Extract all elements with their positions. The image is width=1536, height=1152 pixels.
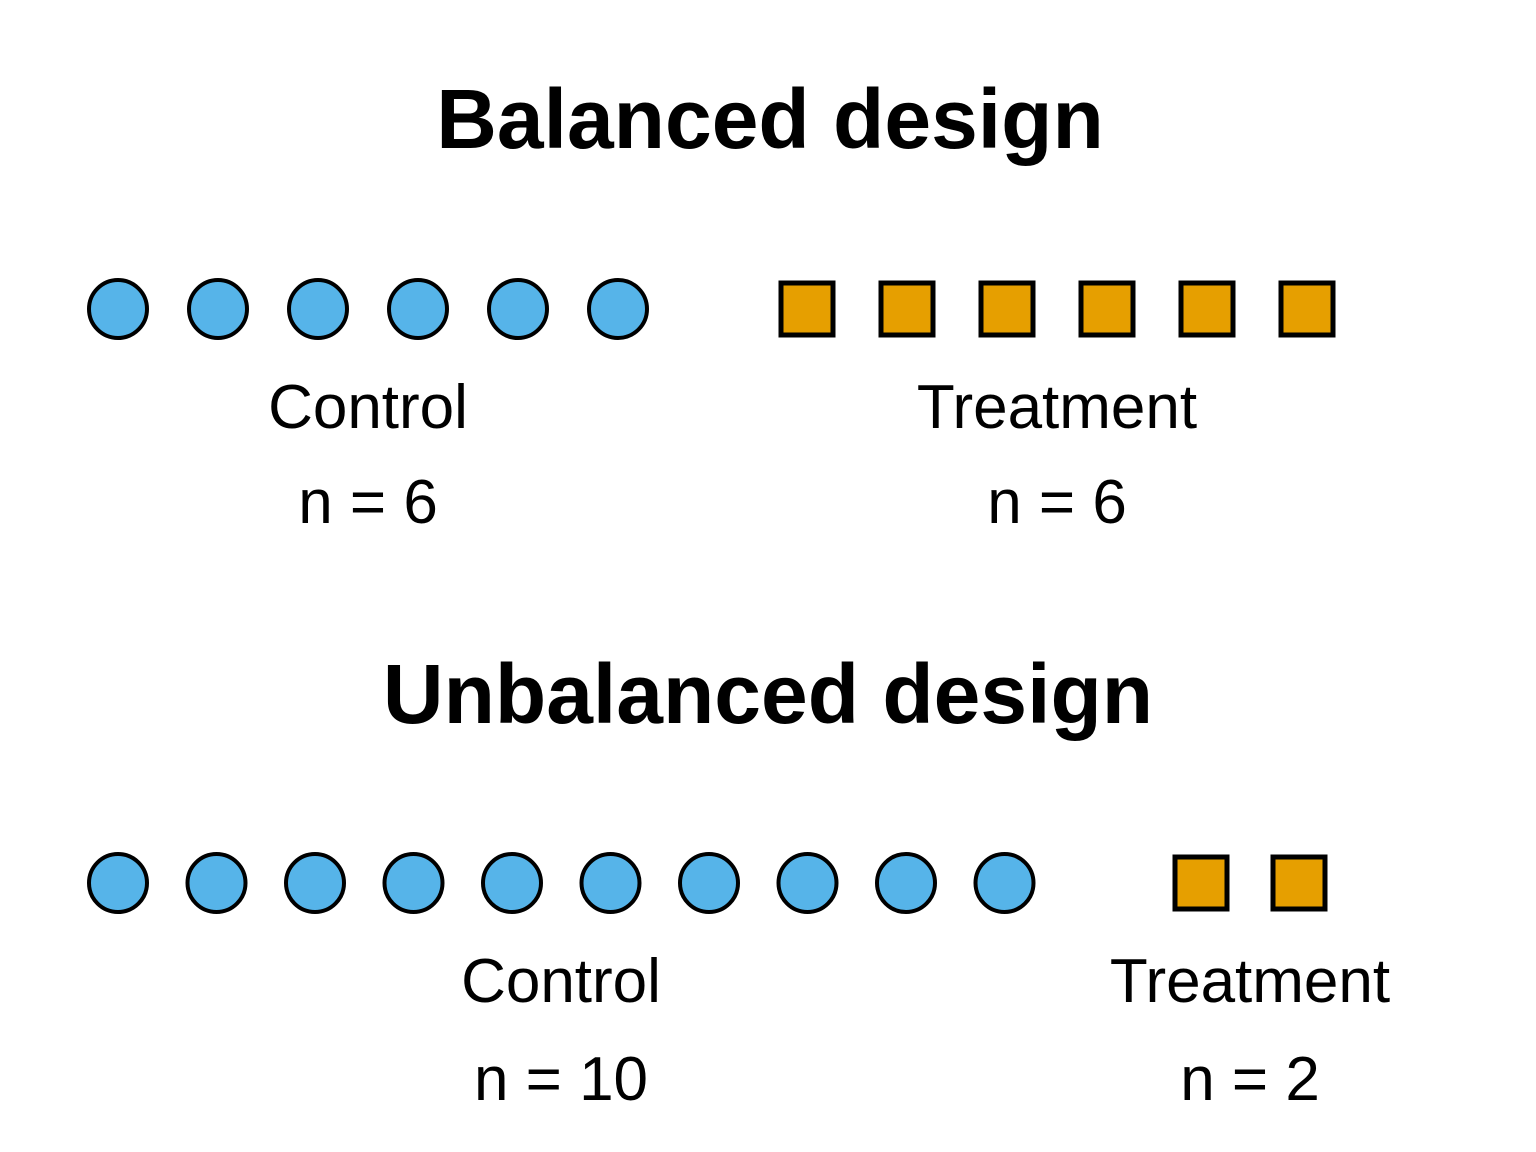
control-unit-circle: [487, 278, 549, 340]
control-unit-circle: [284, 852, 346, 914]
unbalanced-design-title: Unbalanced design: [383, 647, 1153, 741]
control-unit-circle: [579, 852, 642, 914]
control-unit-circle: [87, 278, 149, 340]
treatment-unit-square: [1172, 854, 1230, 912]
balanced-design-title: Balanced design: [436, 72, 1104, 166]
balanced-control-shapes: [87, 278, 649, 340]
unbalanced-treatment-shapes: [1172, 854, 1328, 912]
balanced-treatment-label: Treatment: [917, 373, 1197, 442]
balanced-treatment-n-label: n = 6: [987, 468, 1127, 537]
control-unit-circle: [87, 852, 149, 914]
control-unit-circle: [678, 852, 740, 914]
treatment-unit-square: [978, 280, 1036, 338]
treatment-unit-square: [1178, 280, 1236, 338]
control-unit-circle: [587, 278, 649, 340]
control-unit-circle: [875, 852, 937, 914]
control-unit-circle: [387, 278, 449, 340]
control-unit-circle: [382, 852, 445, 914]
control-unit-circle: [973, 852, 1036, 914]
balanced-treatment-shapes: [778, 280, 1336, 338]
control-unit-circle: [185, 852, 248, 914]
control-unit-circle: [187, 278, 249, 340]
balanced-control-label: Control: [268, 373, 468, 442]
unbalanced-treatment-n-label: n = 2: [1180, 1045, 1320, 1114]
treatment-unit-square: [1078, 280, 1136, 338]
control-unit-circle: [776, 852, 839, 914]
unbalanced-control-label: Control: [461, 947, 661, 1016]
treatment-unit-square: [1270, 854, 1328, 912]
treatment-unit-square: [878, 280, 936, 338]
control-unit-circle: [481, 852, 543, 914]
unbalanced-design-section: Unbalanced design Control n = 10 Treatme…: [87, 647, 1390, 1114]
unbalanced-control-shapes: [87, 852, 1036, 914]
unbalanced-treatment-label: Treatment: [1110, 947, 1390, 1016]
balanced-control-n-label: n = 6: [298, 468, 438, 537]
unbalanced-control-n-label: n = 10: [474, 1045, 648, 1114]
treatment-unit-square: [778, 280, 836, 338]
control-unit-circle: [287, 278, 349, 340]
balanced-design-section: Balanced design Control n = 6 Treatment …: [87, 72, 1336, 537]
treatment-unit-square: [1278, 280, 1336, 338]
